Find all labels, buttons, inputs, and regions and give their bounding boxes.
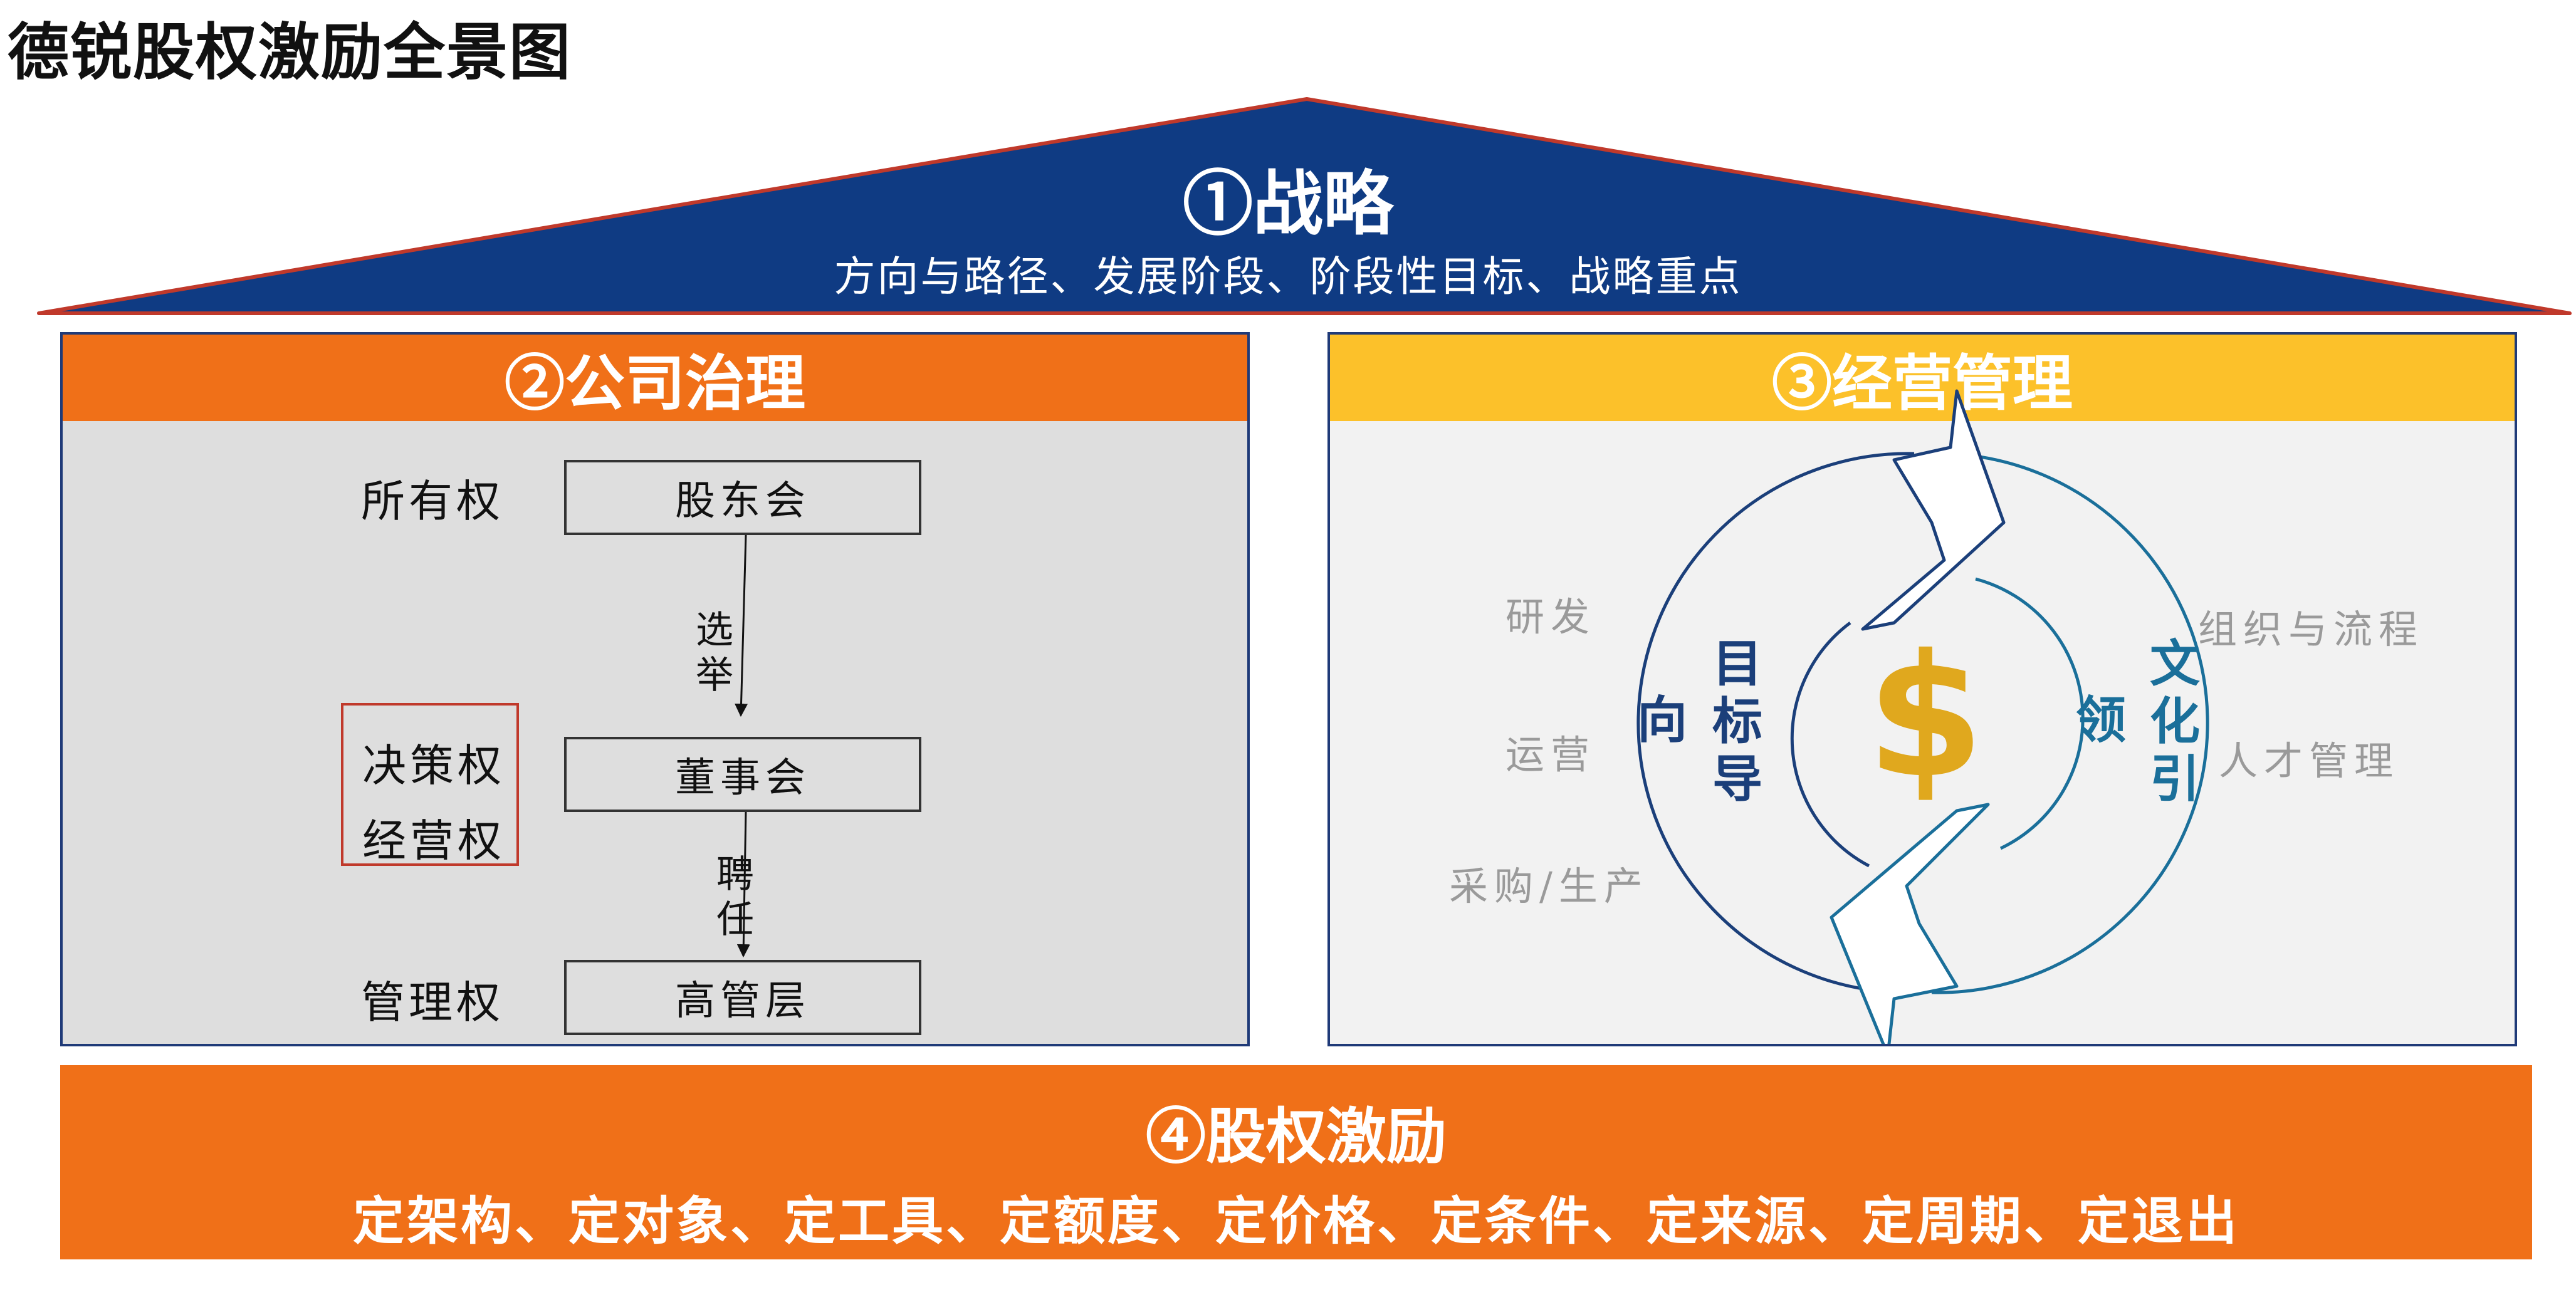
procurement-label: 采购/生产	[1449, 863, 1649, 909]
decision-rights-box: 决策权 经营权	[341, 703, 519, 867]
decision-label: 决策权	[362, 740, 505, 791]
strategy-subtitle: 方向与路径、发展阶段、阶段性目标、战略重点	[834, 253, 1742, 301]
management-label: 管理权	[361, 977, 504, 1028]
culture-led-left: 领	[2076, 691, 2126, 749]
rd-label: 研发	[1505, 594, 1596, 640]
governance-panel: ②公司治理 所有权 股东会 选 举 决策权 经营权 董事会 聘 任 管理权 高管…	[60, 332, 1250, 1046]
goal-oriented-right: 目标导	[1712, 635, 1762, 808]
executives-box: 高管层	[564, 960, 921, 1035]
shareholders-box: 股东会	[564, 460, 921, 535]
governance-title: ②公司治理	[63, 335, 1247, 421]
dollar-icon: $	[1867, 618, 1984, 815]
ownership-label: 所有权	[361, 476, 504, 527]
appoint-label: 聘 任	[716, 853, 754, 942]
elect-label: 选 举	[696, 608, 733, 697]
cycle-arrows	[1636, 389, 2209, 1044]
equity-subtitle: 定架构、定对象、定工具、定额度、定价格、定条件、定来源、定周期、定退出	[352, 1191, 2239, 1251]
operations-panel: ③经营管理 $ 向 目标导 领 文化引 研发 运营 采购/生产 组织与流程 人才…	[1327, 332, 2517, 1046]
operation-item-label: 运营	[1505, 732, 1596, 778]
org-process-label: 组织与流程	[2198, 607, 2424, 652]
strategy-title: ①战略	[1183, 163, 1393, 245]
governance-arrows	[735, 534, 750, 958]
equity-title: ④股权激励	[1146, 1101, 1447, 1172]
talent-label: 人才管理	[2219, 738, 2400, 784]
board-box: 董事会	[564, 737, 921, 812]
goal-oriented-left: 向	[1637, 691, 1687, 749]
equity-incentive-bar: ④股权激励 定架构、定对象、定工具、定额度、定价格、定条件、定来源、定周期、定退…	[60, 1065, 2532, 1259]
strategy-roof	[37, 97, 2572, 315]
operation-label: 经营权	[362, 815, 505, 867]
page-title: 德锐股权激励全景图	[8, 16, 572, 88]
operations-title: ③经营管理	[1330, 335, 2515, 421]
culture-led-right: 文化引	[2150, 635, 2200, 808]
